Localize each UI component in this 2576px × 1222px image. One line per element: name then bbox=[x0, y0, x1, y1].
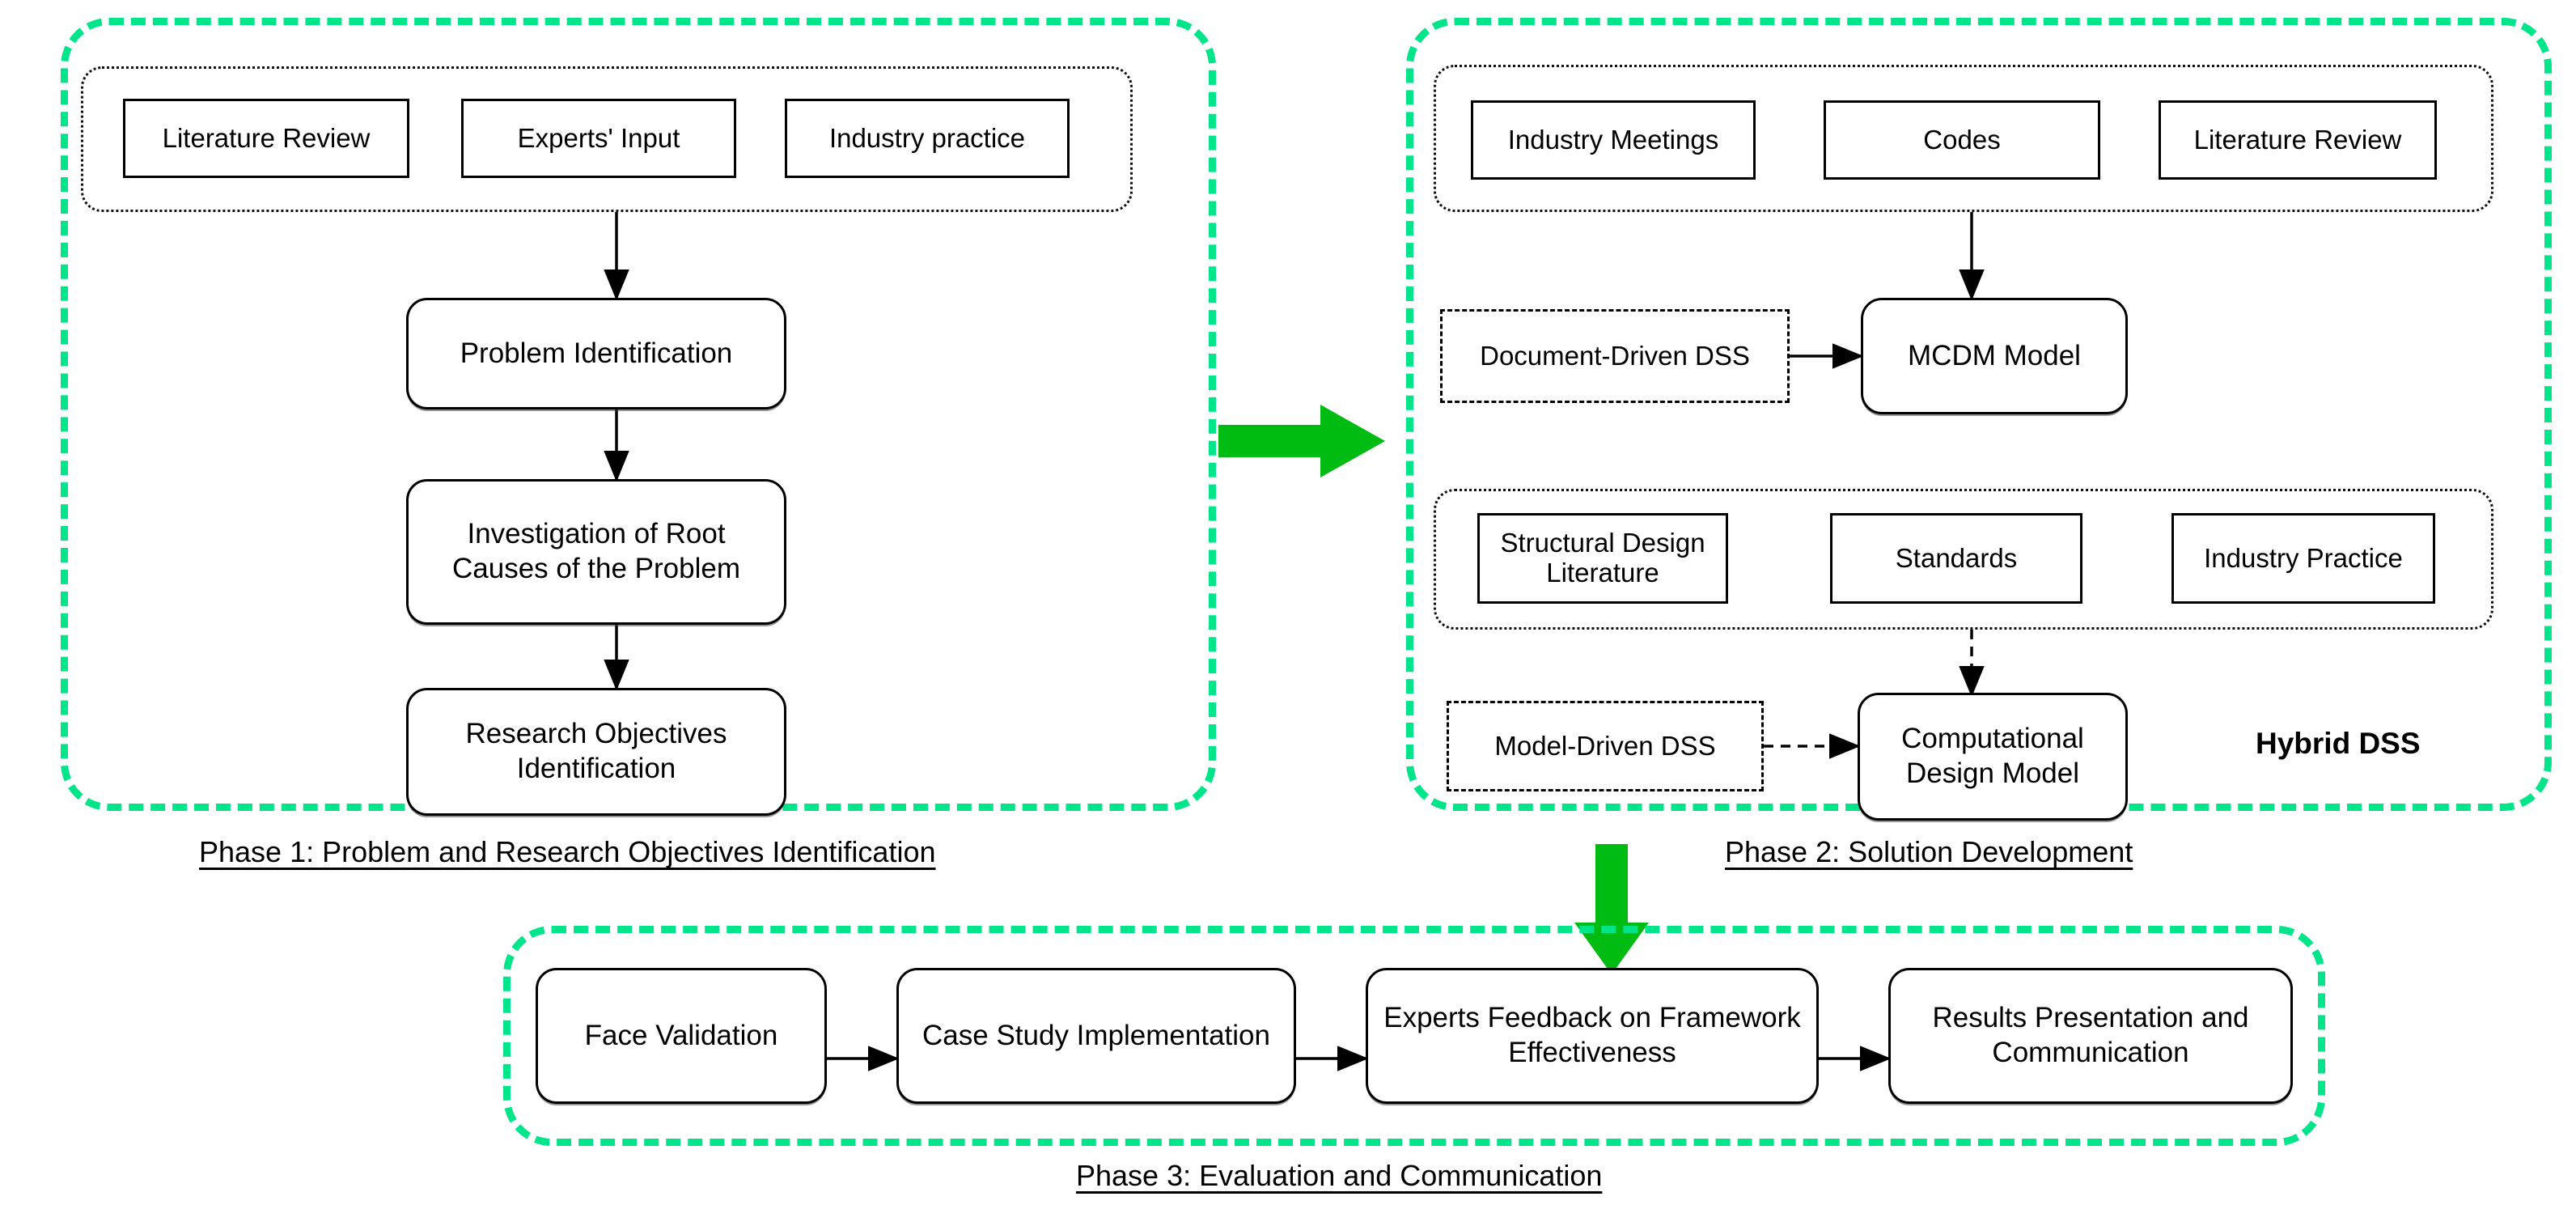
source-node-literature-review-p2[interactable]: Literature Review bbox=[2159, 100, 2437, 180]
phase-2-caption: Phase 2: Solution Development bbox=[1725, 835, 2133, 868]
source-node-experts-input[interactable]: Experts' Input bbox=[461, 99, 736, 178]
dss-node-model-driven[interactable]: Model-Driven DSS bbox=[1447, 701, 1764, 791]
source-node-structural-design-literature[interactable]: Structural Design Literature bbox=[1477, 513, 1728, 604]
node-label: MCDM Model bbox=[1908, 339, 2081, 371]
process-node-experts-feedback[interactable]: Experts Feedback on Framework Effectiven… bbox=[1366, 968, 1819, 1104]
node-label: Literature Review bbox=[162, 122, 371, 153]
phase-1-sources-group bbox=[81, 66, 1133, 212]
node-label: Experts' Input bbox=[517, 122, 680, 153]
node-label: Computational Design Model bbox=[1901, 723, 2084, 789]
phase-2-top-sources-group bbox=[1434, 65, 2493, 212]
node-label: Document-Driven DSS bbox=[1480, 341, 1750, 371]
node-label: Face Validation bbox=[584, 1019, 778, 1051]
phase-3-container bbox=[503, 926, 2325, 1146]
source-node-industry-meetings[interactable]: Industry Meetings bbox=[1471, 100, 1756, 180]
node-label: Literature Review bbox=[2193, 124, 2402, 155]
node-label: Investigation of Root Causes of the Prob… bbox=[451, 518, 740, 584]
process-node-root-cause-investigation[interactable]: Investigation of Root Causes of the Prob… bbox=[406, 479, 786, 625]
hybrid-dss-label: Hybrid DSS bbox=[2256, 727, 2421, 760]
node-label: Codes bbox=[1923, 124, 2001, 155]
process-node-face-validation[interactable]: Face Validation bbox=[536, 968, 827, 1104]
source-node-industry-practice-p2[interactable]: Industry Practice bbox=[2171, 513, 2435, 604]
source-node-standards[interactable]: Standards bbox=[1830, 513, 2082, 604]
node-label: Model-Driven DSS bbox=[1494, 731, 1716, 762]
process-node-results-presentation[interactable]: Results Presentation and Communication bbox=[1888, 968, 2293, 1104]
node-label: Industry Meetings bbox=[1507, 124, 1719, 155]
node-label: Industry Practice bbox=[2204, 542, 2403, 573]
process-node-research-objectives[interactable]: Research Objectives Identification bbox=[406, 688, 786, 816]
node-label: Standards bbox=[1895, 542, 2018, 573]
phase-1-caption: Phase 1: Problem and Research Objectives… bbox=[199, 835, 936, 868]
green-right-arrow-icon bbox=[1218, 405, 1385, 477]
process-node-problem-identification[interactable]: Problem Identification bbox=[406, 298, 786, 409]
dss-node-document-driven[interactable]: Document-Driven DSS bbox=[1440, 309, 1790, 403]
node-label: Case Study Implementation bbox=[922, 1019, 1270, 1051]
node-label: Problem Identification bbox=[460, 337, 733, 369]
source-node-industry-practice-p1[interactable]: Industry practice bbox=[785, 99, 1070, 178]
node-label: Experts Feedback on Framework Effectiven… bbox=[1383, 1002, 1801, 1068]
process-node-case-study-implementation[interactable]: Case Study Implementation bbox=[896, 968, 1296, 1104]
source-node-literature-review-p1[interactable]: Literature Review bbox=[123, 99, 409, 178]
process-node-computational-design-model[interactable]: Computational Design Model bbox=[1858, 693, 2128, 821]
phase-3-caption: Phase 3: Evaluation and Communication bbox=[1076, 1159, 1603, 1192]
node-label: Structural Design Literature bbox=[1500, 528, 1705, 588]
process-node-mcdm-model[interactable]: MCDM Model bbox=[1861, 298, 2128, 414]
source-node-codes[interactable]: Codes bbox=[1824, 100, 2100, 180]
phase-2-bottom-sources-group bbox=[1434, 489, 2493, 630]
node-label: Industry practice bbox=[828, 122, 1026, 153]
node-label: Results Presentation and Communication bbox=[1932, 1002, 2249, 1068]
node-label: Research Objectives Identification bbox=[465, 718, 727, 784]
